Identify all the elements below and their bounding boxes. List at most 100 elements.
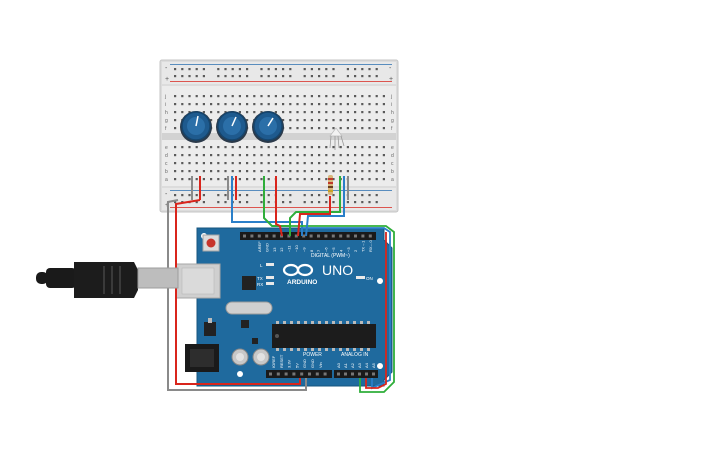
breadboard-hole[interactable]	[325, 68, 328, 71]
potentiometer-2[interactable]	[216, 111, 248, 143]
breadboard-hole[interactable]	[375, 146, 378, 149]
breadboard-hole[interactable]	[318, 201, 321, 204]
breadboard-hole[interactable]	[368, 103, 371, 106]
breadboard-hole[interactable]	[210, 119, 213, 122]
breadboard-hole[interactable]	[368, 68, 371, 71]
breadboard-hole[interactable]	[318, 178, 321, 181]
analog-pin[interactable]	[372, 372, 375, 376]
breadboard-hole[interactable]	[382, 95, 385, 98]
breadboard-hole[interactable]	[267, 178, 270, 181]
breadboard-hole[interactable]	[325, 127, 328, 130]
breadboard-hole[interactable]	[224, 103, 227, 106]
breadboard-hole[interactable]	[354, 201, 357, 204]
breadboard-hole[interactable]	[354, 103, 357, 106]
breadboard-hole[interactable]	[303, 154, 306, 157]
wire-red-pot3[interactable]	[275, 200, 283, 237]
power-pin[interactable]	[323, 372, 327, 376]
digital-pin[interactable]	[354, 234, 357, 238]
breadboard-hole[interactable]	[346, 201, 349, 204]
breadboard-hole[interactable]	[354, 111, 357, 114]
breadboard-hole[interactable]	[361, 162, 364, 165]
breadboard-hole[interactable]	[210, 162, 213, 165]
breadboard-hole[interactable]	[346, 170, 349, 173]
breadboard-hole[interactable]	[361, 170, 364, 173]
breadboard-hole[interactable]	[339, 154, 342, 157]
breadboard-hole[interactable]	[195, 75, 198, 78]
breadboard-hole[interactable]	[325, 111, 328, 114]
analog-pin[interactable]	[358, 372, 361, 376]
breadboard-hole[interactable]	[382, 119, 385, 122]
breadboard-hole[interactable]	[325, 194, 328, 197]
breadboard-hole[interactable]	[289, 194, 292, 197]
breadboard-hole[interactable]	[325, 170, 328, 173]
breadboard-hole[interactable]	[174, 201, 177, 204]
breadboard-hole[interactable]	[325, 103, 328, 106]
digital-pin[interactable]	[287, 234, 291, 238]
breadboard-hole[interactable]	[375, 119, 378, 122]
breadboard-hole[interactable]	[246, 95, 249, 98]
breadboard-hole[interactable]	[332, 201, 335, 204]
power-pin[interactable]	[315, 372, 319, 376]
power-pin[interactable]	[300, 372, 304, 376]
breadboard-hole[interactable]	[238, 194, 241, 197]
digital-pin[interactable]	[346, 234, 350, 238]
breadboard-hole[interactable]	[303, 75, 306, 78]
breadboard-hole[interactable]	[296, 146, 299, 149]
breadboard-hole[interactable]	[303, 119, 306, 122]
breadboard-hole[interactable]	[246, 75, 249, 78]
breadboard-hole[interactable]	[238, 111, 241, 114]
breadboard-hole[interactable]	[202, 68, 205, 71]
breadboard-hole[interactable]	[253, 154, 256, 157]
breadboard-hole[interactable]	[375, 162, 378, 165]
breadboard-hole[interactable]	[339, 95, 342, 98]
breadboard-hole[interactable]	[174, 154, 177, 157]
breadboard-hole[interactable]	[296, 127, 299, 130]
breadboard-hole[interactable]	[260, 178, 263, 181]
digital-pin[interactable]	[317, 234, 320, 238]
breadboard-hole[interactable]	[325, 146, 328, 149]
breadboard-hole[interactable]	[210, 111, 213, 114]
breadboard-hole[interactable]	[346, 111, 349, 114]
breadboard-hole[interactable]	[246, 194, 249, 197]
breadboard-hole[interactable]	[303, 111, 306, 114]
breadboard-hole[interactable]	[368, 154, 371, 157]
breadboard-hole[interactable]	[231, 146, 234, 149]
breadboard-hole[interactable]	[274, 75, 277, 78]
breadboard-hole[interactable]	[238, 95, 241, 98]
breadboard-hole[interactable]	[368, 178, 371, 181]
breadboard-hole[interactable]	[346, 119, 349, 122]
breadboard-hole[interactable]	[195, 178, 198, 181]
breadboard-hole[interactable]	[260, 194, 263, 197]
wire-blue-led[interactable]	[305, 176, 345, 237]
breadboard-hole[interactable]	[332, 146, 335, 149]
digital-pin[interactable]	[294, 234, 298, 238]
digital-pin[interactable]	[272, 234, 276, 238]
breadboard-hole[interactable]	[174, 68, 177, 71]
breadboard-hole[interactable]	[217, 154, 220, 157]
breadboard-hole[interactable]	[368, 119, 371, 122]
breadboard-hole[interactable]	[282, 95, 285, 98]
breadboard-hole[interactable]	[310, 111, 313, 114]
breadboard-hole[interactable]	[231, 95, 234, 98]
breadboard-hole[interactable]	[325, 119, 328, 122]
breadboard-hole[interactable]	[339, 127, 342, 130]
breadboard-hole[interactable]	[217, 170, 220, 173]
breadboard-hole[interactable]	[224, 194, 227, 197]
breadboard-hole[interactable]	[332, 103, 335, 106]
rgb-led[interactable]	[329, 127, 345, 150]
breadboard-hole[interactable]	[332, 119, 335, 122]
breadboard-hole[interactable]	[260, 75, 263, 78]
breadboard-hole[interactable]	[217, 75, 220, 78]
wire-red-led[interactable]	[297, 196, 331, 237]
breadboard-hole[interactable]	[181, 68, 184, 71]
breadboard-hole[interactable]	[325, 178, 328, 181]
breadboard-hole[interactable]	[303, 103, 306, 106]
breadboard-hole[interactable]	[260, 162, 263, 165]
digital-pin[interactable]	[309, 234, 313, 238]
breadboard-hole[interactable]	[267, 68, 270, 71]
breadboard-hole[interactable]	[289, 103, 292, 106]
breadboard-hole[interactable]	[174, 103, 177, 106]
breadboard-hole[interactable]	[238, 75, 241, 78]
breadboard-hole[interactable]	[339, 170, 342, 173]
breadboard-hole[interactable]	[368, 162, 371, 165]
